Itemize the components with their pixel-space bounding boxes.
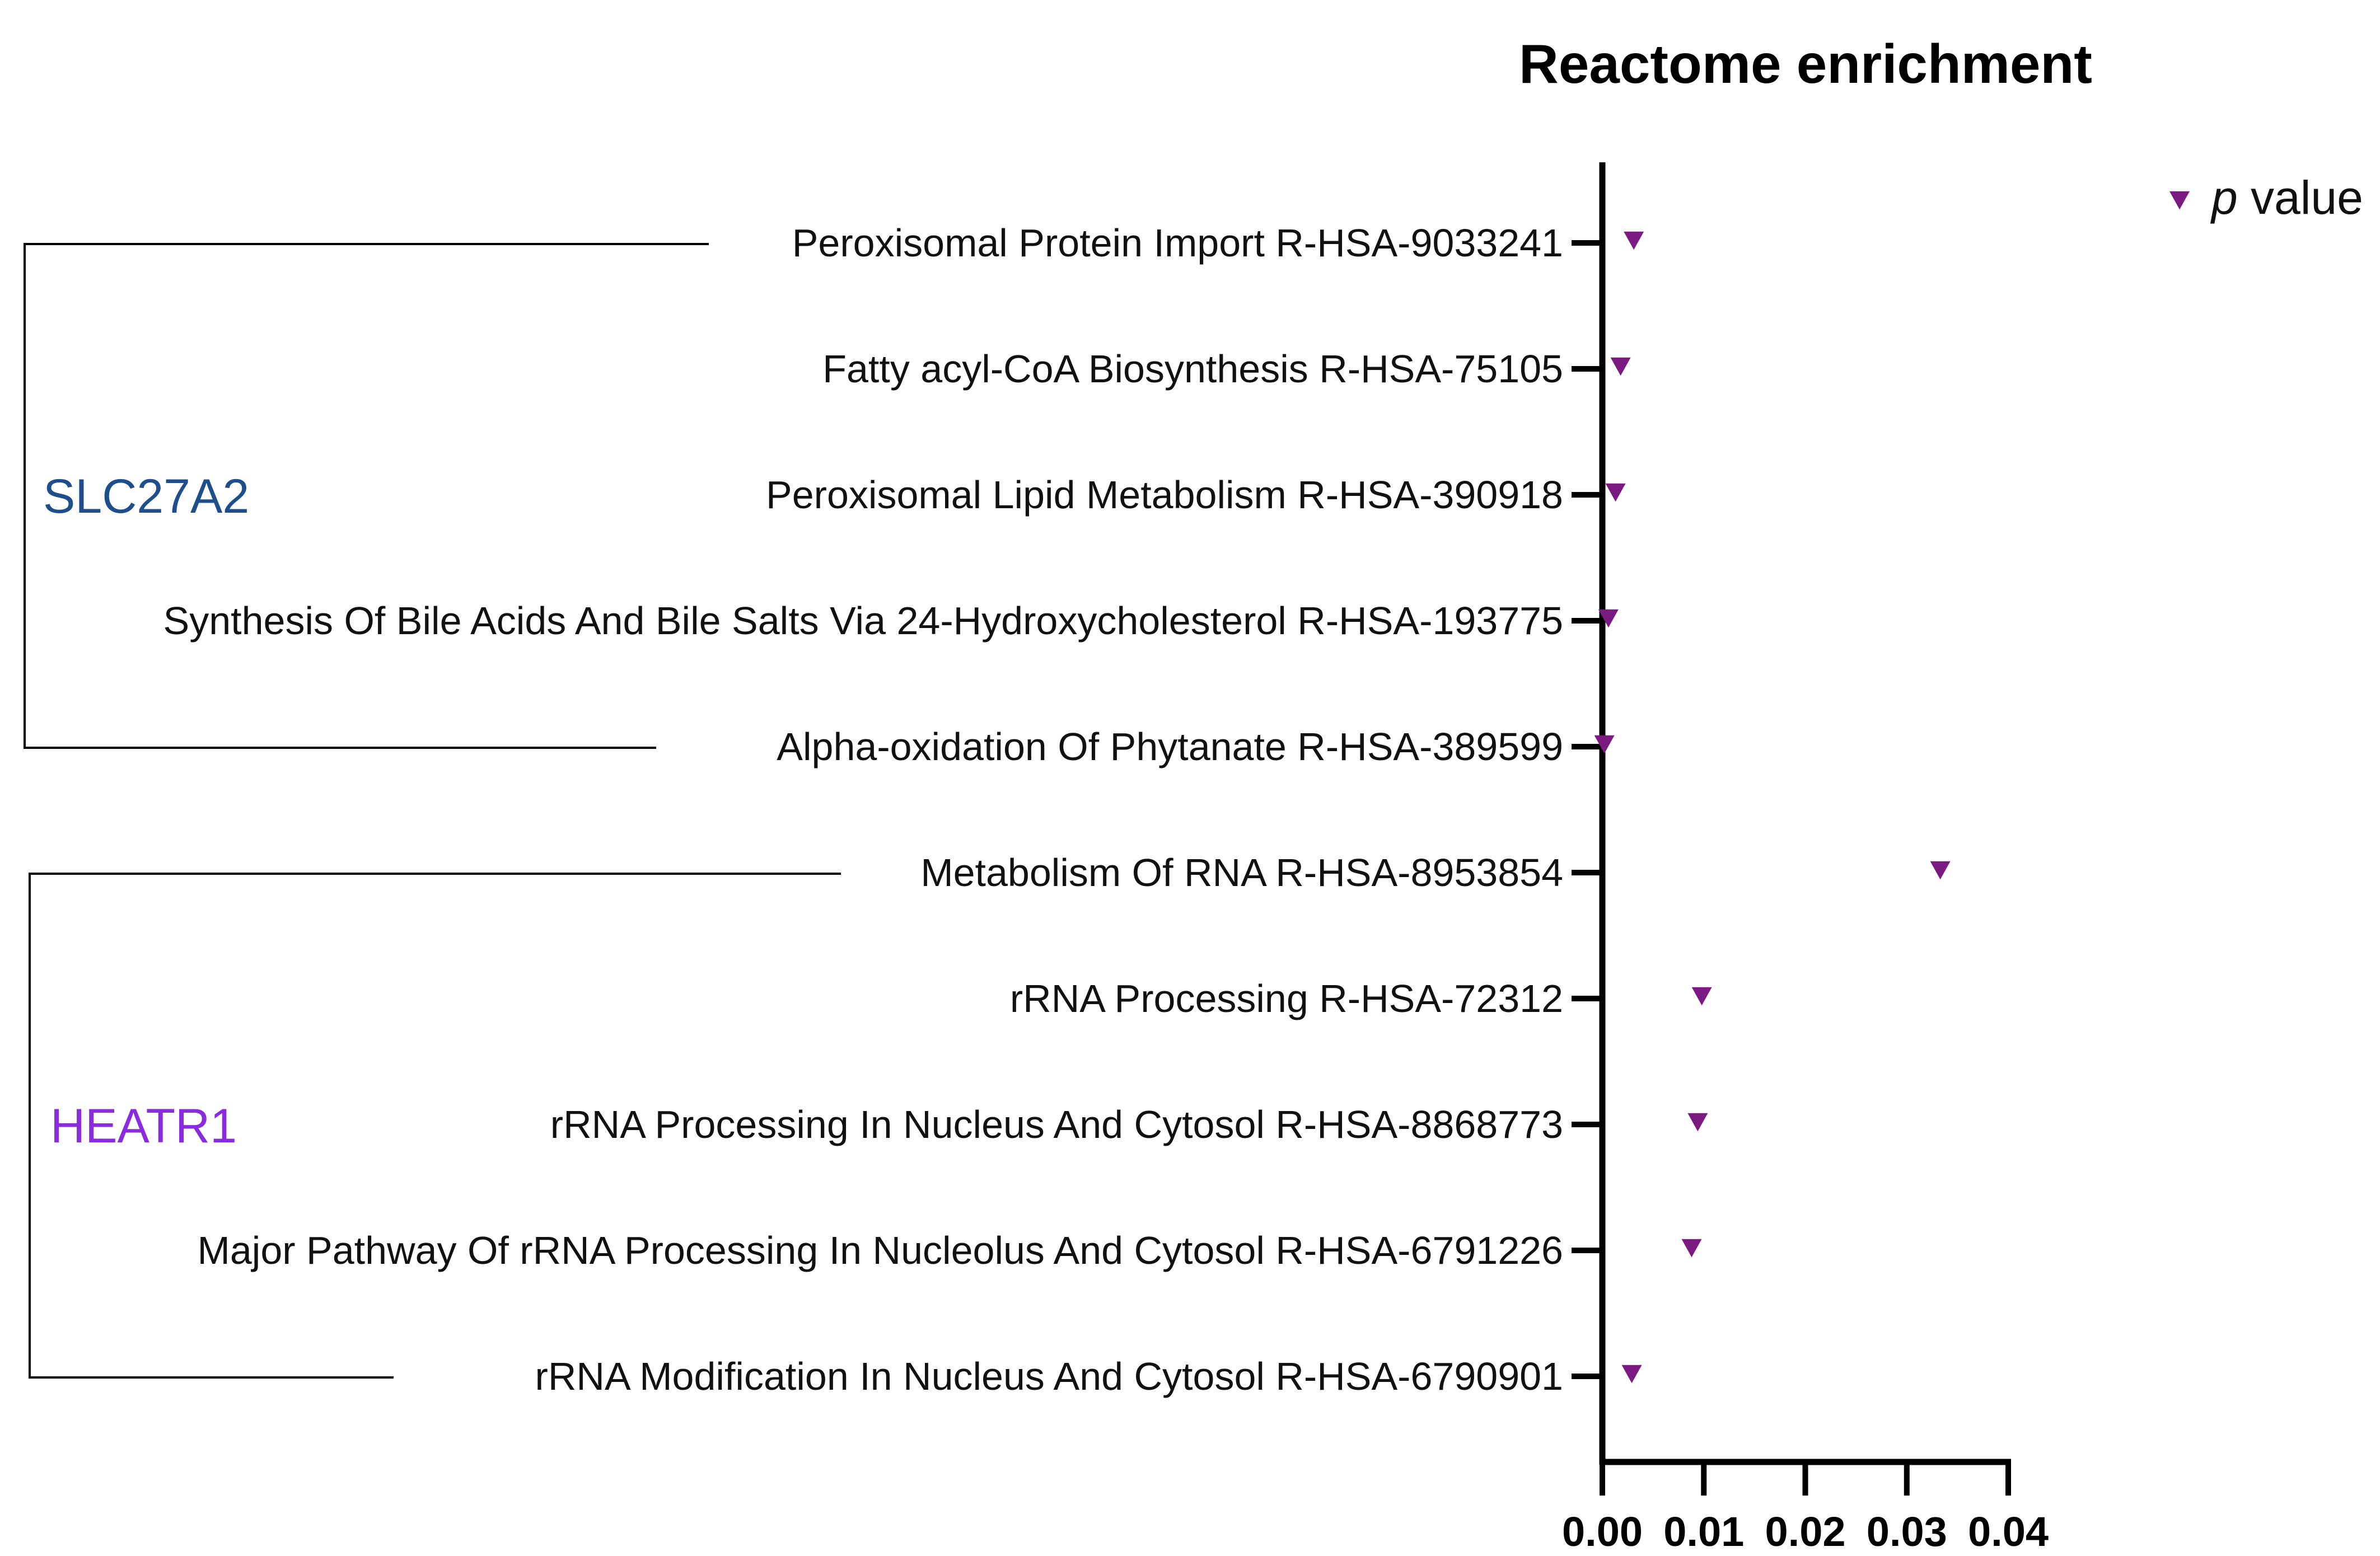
data-point: [1681, 1239, 1702, 1258]
data-point: [1594, 735, 1615, 754]
x-axis: 0.00 0.01 0.02 0.03 0.04: [1562, 1459, 2049, 1555]
category-label: Synthesis Of Bile Acids And Bile Salts V…: [163, 599, 1563, 643]
data-point: [1930, 861, 1951, 880]
data-point: [1687, 1113, 1708, 1132]
legend-label: p value: [2210, 171, 2363, 224]
x-tick-label: 0.03: [1867, 1508, 1947, 1555]
category-label: Fatty acyl-CoA Biosynthesis R-HSA-75105: [822, 347, 1563, 391]
group-label: HEATR1: [50, 1099, 237, 1153]
category-label: Peroxisomal Protein Import R-HSA-9033241: [792, 221, 1563, 265]
category-label: Metabolism Of RNA R-HSA-8953854: [920, 851, 1563, 894]
category-label: Peroxisomal Lipid Metabolism R-HSA-39091…: [766, 473, 1563, 517]
data-point: [1598, 609, 1619, 628]
data-point: [1624, 231, 1644, 250]
data-point: [1610, 357, 1631, 376]
legend-marker: [2169, 191, 2190, 210]
category-label: Major Pathway Of rRNA Processing In Nucl…: [198, 1229, 1563, 1272]
chart-title: Reactome enrichment: [1519, 33, 2092, 95]
data-point: [1621, 1365, 1642, 1384]
x-tick-label: 0.01: [1663, 1508, 1744, 1555]
y-axis: Peroxisomal Protein Import R-HSA-9033241…: [163, 162, 1606, 1465]
data-point: [1691, 987, 1712, 1006]
category-label: rRNA Processing In Nucleus And Cytosol R…: [550, 1103, 1563, 1146]
category-label: rRNA Processing R-HSA-72312: [1010, 977, 1563, 1020]
x-tick-label: 0.02: [1765, 1508, 1845, 1555]
group-bracket: [24, 243, 709, 749]
group-bracket: [29, 873, 841, 1379]
group-label: SLC27A2: [43, 470, 249, 523]
legend: p value: [2169, 171, 2363, 224]
x-tick-label: 0.04: [1968, 1508, 2049, 1555]
data-points: [1594, 231, 1951, 1384]
category-label: rRNA Modification In Nucleus And Cytosol…: [535, 1355, 1563, 1398]
category-label: Alpha-oxidation Of Phytanate R-HSA-38959…: [777, 725, 1563, 768]
x-tick-label: 0.00: [1562, 1508, 1643, 1555]
data-point: [1605, 483, 1626, 502]
